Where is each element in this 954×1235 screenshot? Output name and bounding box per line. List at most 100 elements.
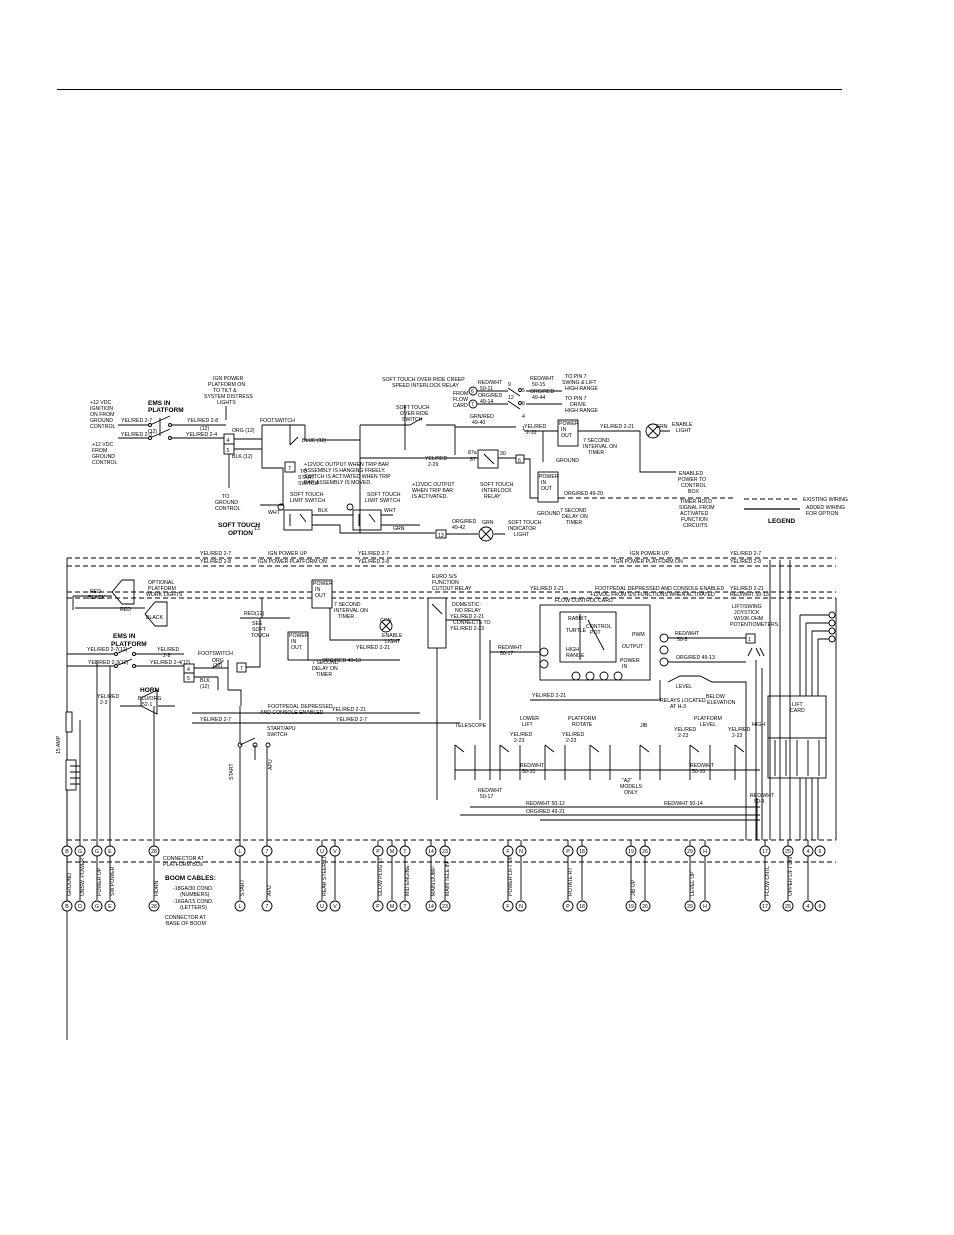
svg-text:YEL/RED: YEL/RED (97, 694, 119, 700)
bus-foot: FOOTPEDAL DEPRESSED AND CONSOLE ENABLED (595, 586, 724, 592)
lbl-yr229-b: 2-29 (428, 462, 438, 468)
svg-text:IGNITION: IGNITION (90, 406, 113, 412)
svg-text:RED/WHT: RED/WHT (498, 645, 523, 651)
connector-pin (562, 845, 574, 857)
svg-text:ENABLED: ENABLED (679, 471, 703, 477)
ign-power-label: IGN POWER PLATFORM ON TO TILT & SYSTEM D… (204, 376, 253, 406)
it-in: IN (561, 427, 566, 433)
legend-added-2: FOR OPTION (806, 511, 839, 517)
connector-pin-label: 14 (428, 849, 434, 855)
connector-pin-label: 4 (807, 904, 810, 910)
ems-title-2: PLATFORM (148, 407, 184, 414)
lbl-grn-a: GRN (393, 526, 405, 532)
euro-relay-label: EURO S/S FUNCTION CUTOUT RELAY (432, 574, 472, 592)
connector-pin-label: 29 (687, 849, 693, 855)
connector-pin (802, 845, 814, 857)
pin7-swing-label: TO PIN 7 SWING & LIFT HIGH RANGE (562, 374, 598, 392)
svg-text:POT: POT (590, 630, 601, 636)
connector-pin (699, 845, 711, 857)
connector-pin-label: 4 (807, 849, 810, 855)
svg-text:RANGE: RANGE (566, 653, 585, 659)
svg-text:(LETTERS): (LETTERS) (180, 905, 207, 911)
wire-function-label: UPPER LIFT DN (788, 857, 794, 896)
delay-timer-main (311, 579, 333, 609)
connector-pin-label: 25 (785, 904, 791, 910)
connector-pin (814, 900, 826, 912)
connector-pin-label: 23 (442, 849, 448, 855)
svg-text:2-8: 2-8 (163, 653, 171, 659)
connector-pin-label: V (333, 849, 337, 855)
connector-pin (372, 900, 384, 912)
connector-pin-label: G (95, 904, 99, 910)
svg-text:IN: IN (622, 664, 627, 670)
svg-text:ORG/RED 49-13: ORG/RED 49-13 (322, 658, 361, 664)
vdc-source-label: +12 VDC FROM GROUND CONTROL (92, 442, 117, 466)
svg-text:SOFT: SOFT (252, 627, 267, 633)
lbl-or4920-top: ORG/RED 49-20 (564, 491, 603, 497)
connector-pin-label: N (519, 904, 523, 910)
lbl-org12: ORG (12) (232, 428, 255, 434)
connector-pin (515, 845, 527, 857)
connector-pin-label: L (239, 904, 242, 910)
svg-text:YEL/RED: YEL/RED (562, 732, 584, 738)
connector-pin-label: 7 (266, 904, 269, 910)
lbl-yr27-e: YEL/RED 2-7 (336, 717, 367, 723)
dt-in: IN (541, 480, 546, 486)
connector-pin-label: N (519, 849, 523, 855)
svg-text:RED/WHT: RED/WHT (750, 793, 775, 799)
connector-pin (329, 900, 341, 912)
svg-text:LIGHT: LIGHT (514, 532, 530, 538)
bus-ign-up-b: IGN POWER UP (630, 551, 669, 557)
bus-yr27-c: YEL/RED 2-7 (730, 551, 761, 557)
interval-timer-main (287, 631, 309, 661)
svg-text:2-23: 2-23 (566, 738, 576, 744)
svg-text:SWING & LIFT: SWING & LIFT (562, 380, 597, 386)
svg-text:30: 30 (500, 451, 506, 457)
connector-pin (104, 845, 116, 857)
svg-text:HIGH: HIGH (566, 647, 579, 653)
connector-pin (148, 845, 160, 857)
lbl-yr229-a: YEL/RED (425, 456, 447, 462)
svg-text:FLOW: FLOW (453, 397, 468, 403)
indicator-light-label: SOFT TOUCH INDICATOR LIGHT (508, 520, 542, 538)
ems-title-1: EMS IN (148, 400, 171, 407)
svg-text:SIGNAL FROM: SIGNAL FROM (679, 505, 715, 511)
connector-pin-label: 6 (819, 849, 822, 855)
svg-text:SOFT TOUCH OVER RIDE CREEP: SOFT TOUCH OVER RIDE CREEP (382, 377, 465, 383)
main-horn: HORN (140, 687, 159, 694)
svg-text:50-17: 50-17 (500, 651, 513, 657)
svg-text:BLU/ORG: BLU/ORG (138, 696, 161, 702)
connector-pin-label: E (108, 849, 112, 855)
connector-pin-label: V (333, 904, 337, 910)
connector-pin (639, 845, 651, 857)
enabled-power-label: ENABLED POWER TO CONTROL BOX (678, 471, 706, 495)
svg-text:ORG/RED 49-21: ORG/RED 49-21 (526, 809, 565, 815)
lbl-gr4940-b: 49-40 (472, 420, 485, 426)
svg-text:CONTROL: CONTROL (681, 483, 706, 489)
svg-text:INTERLOCK: INTERLOCK (482, 488, 512, 494)
connector-pin-label: P (566, 849, 570, 855)
lbl-yr24-top: YEL/RED 2-4 (186, 432, 217, 438)
lbl-blue12: BLUE (12) (302, 438, 326, 444)
platform-wiring-diagram: YEL/RED 2-7 YEL/RED 2-8 IGN POWER UP IGN… (56, 551, 837, 1040)
start-apu-2: SWITCH (267, 732, 288, 738)
connector-pin-label: G (95, 849, 99, 855)
lbl-to-gnd-3: CONTROL (215, 506, 240, 512)
svg-text:INDICATOR: INDICATOR (508, 526, 536, 532)
flow-card-title: FLOW CONTROL CARD (555, 598, 613, 604)
svg-text:5: 5 (227, 448, 230, 454)
a2-2: MODELS (620, 784, 642, 790)
interval-timer-top (557, 419, 579, 447)
connector-pin-label: 18 (579, 849, 585, 855)
svg-text:7 SECOND: 7 SECOND (334, 602, 361, 608)
wire-function-label: LEVEL UP (690, 871, 696, 896)
it-power: POWER (559, 421, 579, 427)
connector-pin-label: 25 (785, 849, 791, 855)
svg-text:9: 9 (508, 382, 511, 388)
soft-touch-option-diagram: EMS IN PLATFORM +12 VDC IGNITION ON FROM… (90, 374, 848, 542)
svg-text:(12): (12) (200, 684, 209, 690)
it-out: OUT (561, 433, 573, 439)
svg-text:OUT: OUT (291, 645, 303, 651)
lbl-to-gnd-2: GROUND (215, 500, 238, 506)
